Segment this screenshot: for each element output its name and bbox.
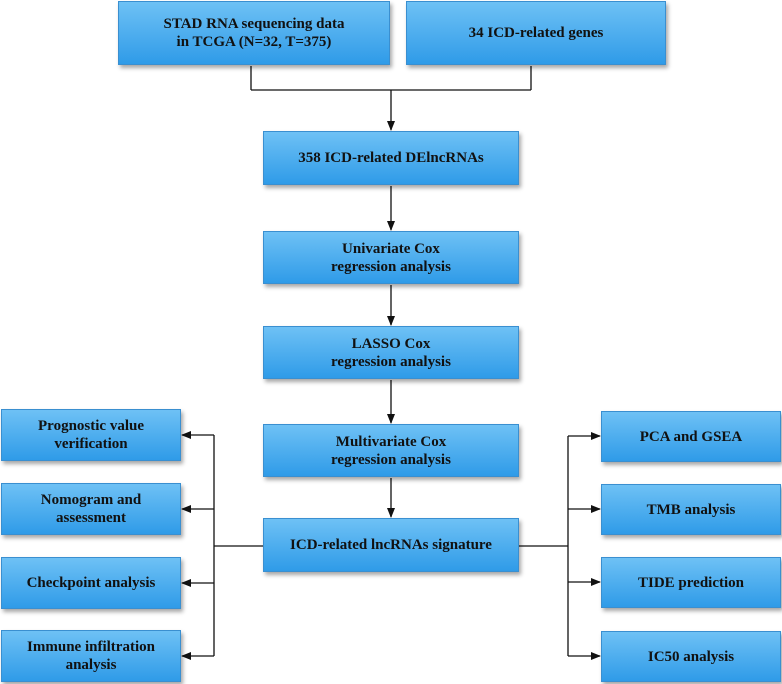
immune-infiltration-box: Immune infiltration analysis	[1, 630, 181, 682]
multivariate-cox-line1: Multivariate Cox	[335, 433, 447, 450]
nomogram-line2: assessment	[55, 510, 126, 526]
univariate-cox-line2: regression analysis	[331, 258, 451, 275]
ic50-analysis-box: IC50 analysis	[601, 631, 781, 682]
lasso-cox-line2: regression analysis	[331, 353, 451, 370]
delncrnas-label: 358 ICD-related DElncRNAs	[298, 150, 484, 166]
lncrna-signature-box: ICD-related lncRNAs signature	[263, 518, 519, 572]
pca-gsea-box: PCA and GSEA	[601, 411, 781, 462]
immune-infiltration-line2: analysis	[65, 657, 117, 673]
lasso-cox-box: LASSO Cox regression analysis	[263, 326, 519, 379]
stad-data-box: STAD RNA sequencing data in TCGA (N=32, …	[118, 1, 390, 65]
multivariate-cox-box: Multivariate Cox regression analysis	[263, 424, 519, 477]
prognostic-value-line2: verification	[54, 436, 128, 452]
prognostic-value-box: Prognostic value verification	[1, 409, 181, 461]
checkpoint-analysis-label: Checkpoint analysis	[26, 575, 156, 591]
checkpoint-analysis-box: Checkpoint analysis	[1, 557, 181, 609]
lncrna-signature-label: ICD-related lncRNAs signature	[290, 537, 492, 553]
icd-genes-box: 34 ICD-related genes	[406, 1, 666, 65]
nomogram-box: Nomogram and assessment	[1, 483, 181, 535]
icd-genes-label: 34 ICD-related genes	[468, 25, 604, 41]
stad-data-line2: in TCGA (N=32, T=375)	[176, 34, 332, 50]
tide-prediction-box: TIDE prediction	[601, 557, 781, 608]
delncrnas-box: 358 ICD-related DElncRNAs	[263, 131, 519, 185]
univariate-cox-line1: Univariate Cox	[342, 240, 440, 257]
tmb-analysis-box: TMB analysis	[601, 484, 781, 535]
tide-prediction-label: TIDE prediction	[638, 574, 744, 591]
stad-data-line1: STAD RNA sequencing data	[163, 16, 345, 32]
nomogram-line1: Nomogram and	[40, 492, 142, 508]
multivariate-cox-line2: regression analysis	[331, 451, 451, 468]
pca-gsea-label: PCA and GSEA	[639, 428, 743, 445]
ic50-analysis-label: IC50 analysis	[647, 648, 735, 665]
univariate-cox-box: Univariate Cox regression analysis	[263, 231, 519, 284]
lasso-cox-line1: LASSO Cox	[351, 335, 431, 352]
immune-infiltration-line1: Immune infiltration	[27, 639, 155, 655]
tmb-analysis-label: TMB analysis	[646, 501, 736, 518]
prognostic-value-line1: Prognostic value	[38, 418, 144, 434]
